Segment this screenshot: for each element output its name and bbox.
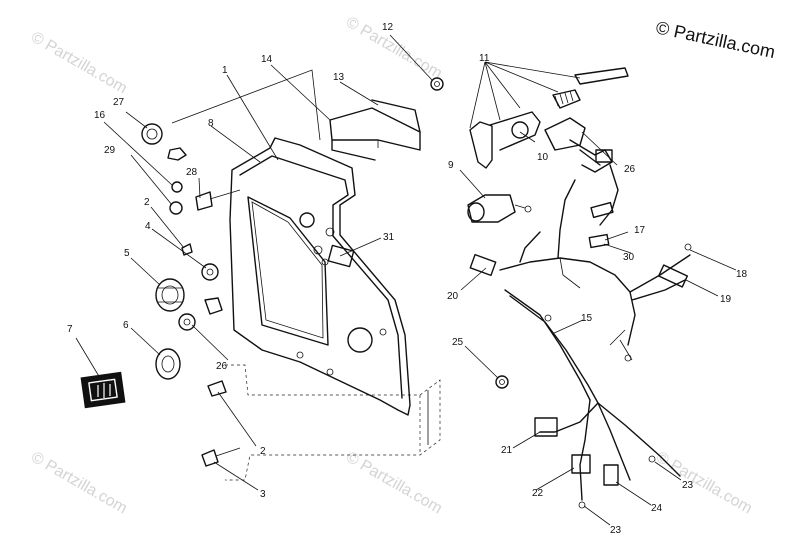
watermark-text: © Partzilla.com	[28, 29, 130, 98]
wire-terminal	[624, 354, 632, 362]
copyright-notice: © Partzilla.com	[654, 17, 777, 62]
harness-connectors	[469, 149, 692, 509]
connector-22	[571, 454, 591, 474]
connector-20	[469, 253, 497, 277]
knob-5	[155, 278, 185, 312]
mounting-bracket	[329, 99, 421, 161]
rivet-2-lower	[207, 380, 227, 397]
callout-15: 15	[581, 313, 593, 324]
ring-27	[141, 123, 163, 145]
panel-hole	[379, 328, 387, 336]
connector-21	[534, 417, 558, 437]
wire-terminal	[578, 501, 586, 509]
grommet-25	[495, 375, 509, 389]
eyelet-16	[167, 147, 187, 161]
callout-17: 17	[634, 225, 646, 236]
callout-10: 10	[537, 152, 549, 163]
clip-26	[204, 297, 223, 315]
wire-terminal	[648, 455, 656, 463]
watermark-layer: © Partzilla.com © Partzilla.com © Partzi…	[28, 14, 755, 518]
wiring-harness	[499, 164, 691, 501]
callout-16: 16	[94, 110, 106, 121]
callout-19: 19	[720, 294, 732, 305]
screw-28	[195, 191, 213, 211]
callout-8: 8	[208, 118, 214, 129]
callout-2: 2	[260, 446, 266, 457]
callout-25: 25	[452, 337, 464, 348]
callout-22: 22	[532, 488, 544, 499]
washer-4	[201, 263, 219, 281]
panel-hole	[299, 212, 315, 228]
connector-24	[603, 464, 619, 486]
nut-29	[169, 201, 183, 215]
callout-4: 4	[145, 221, 151, 232]
callout-9: 9	[448, 160, 454, 171]
callout-14: 14	[261, 54, 273, 65]
wire-terminal	[684, 243, 692, 251]
callout-27: 27	[113, 97, 125, 108]
nut-12	[430, 77, 444, 91]
wire-terminal	[544, 314, 552, 322]
callout-31: 31	[383, 232, 395, 243]
watermark-text: © Partzilla.com	[343, 449, 445, 518]
callout-12: 12	[382, 22, 394, 33]
panel-hole	[347, 327, 373, 353]
connector-26	[595, 149, 613, 163]
callout-24: 24	[651, 503, 663, 514]
watermark-text: © Partzilla.com	[653, 449, 755, 518]
callout-29: 29	[104, 145, 116, 156]
callout-2: 2	[144, 197, 150, 208]
instrument-panel-bracket	[229, 137, 411, 416]
knob-6	[155, 348, 181, 380]
panel-hole	[321, 258, 329, 266]
leader-lines	[75, 34, 737, 526]
callout-11: 11	[479, 53, 490, 64]
connector-17	[590, 201, 614, 219]
washer-29	[171, 181, 183, 193]
callout-7: 7	[67, 324, 73, 335]
callout-23: 23	[682, 480, 694, 491]
callout-30: 30	[623, 252, 635, 263]
callout-23: 23	[610, 525, 622, 536]
callout-13: 13	[333, 72, 345, 83]
left-hardware	[80, 123, 241, 467]
callout-6: 6	[123, 320, 129, 331]
key-switch	[544, 117, 613, 173]
dash-housing-outline	[225, 364, 441, 481]
decal-7	[80, 371, 126, 409]
panel-hole	[326, 368, 334, 376]
panel-hole	[296, 351, 304, 359]
callout-1: 1	[222, 65, 228, 76]
connector-19	[657, 264, 689, 288]
panel-hole	[325, 227, 335, 237]
decal-31	[327, 244, 355, 268]
panel-hole	[313, 245, 323, 255]
callout-26: 26	[216, 361, 228, 372]
connector-30	[588, 233, 610, 249]
callout-3: 3	[260, 489, 266, 500]
callout-5: 5	[124, 248, 130, 259]
watermark-text: © Partzilla.com	[343, 14, 445, 83]
callout-18: 18	[736, 269, 748, 280]
callout-20: 20	[447, 291, 459, 302]
watermark-text: © Partzilla.com	[28, 449, 130, 518]
callout-21: 21	[501, 445, 513, 456]
connector-9	[467, 194, 532, 223]
ignition-switch-assembly	[469, 67, 629, 169]
washer-6	[178, 313, 196, 331]
rivet-2	[181, 243, 193, 256]
callout-28: 28	[186, 167, 198, 178]
callout-26: 26	[624, 164, 636, 175]
callout-labels: 1 2 2 3 4 5 6 7 8 9 10 11 12 13 14 15 16…	[67, 22, 748, 536]
screw-3	[201, 449, 219, 467]
